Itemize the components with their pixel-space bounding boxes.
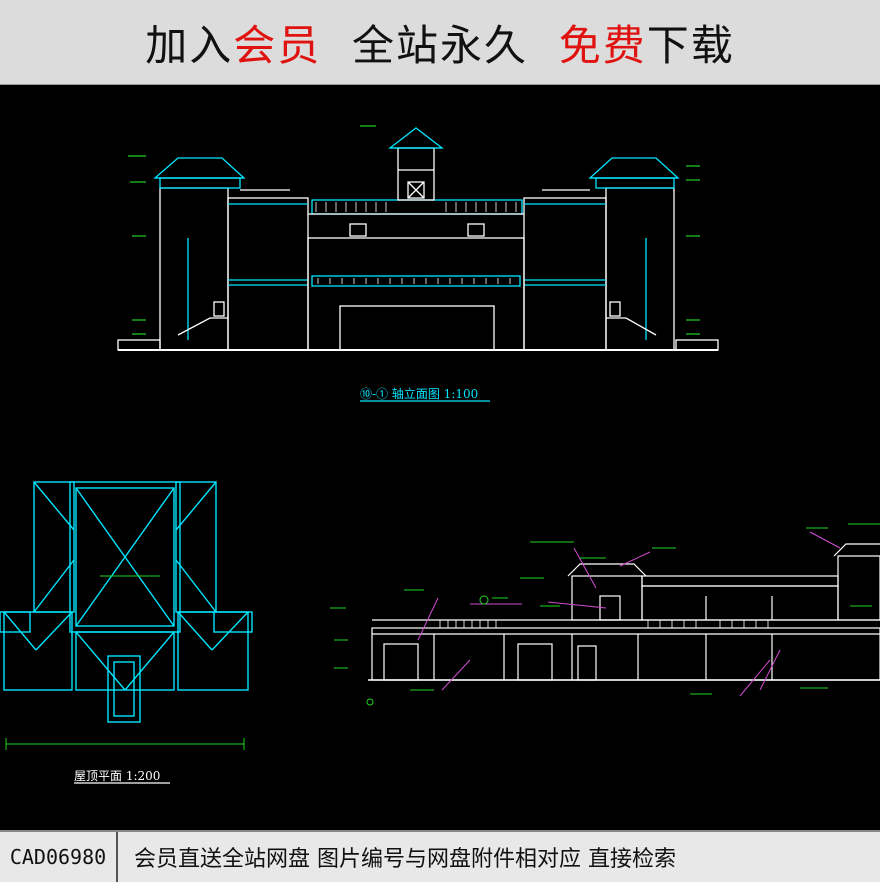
- elevation-title-text: ⑩-① 轴立面图 1:100: [360, 386, 478, 401]
- side-elevation-annotations: [330, 523, 880, 706]
- cad-drawing-canvas: ⑩-① 轴立面图 1:100 屋顶平面 1:200: [0, 85, 880, 830]
- elevation-title: ⑩-① 轴立面图 1:100: [360, 386, 490, 402]
- banner-text-download: 下载: [646, 20, 735, 70]
- roof-plan: [0, 481, 253, 723]
- promo-banner: 加入会员 全站永久 免费下载: [0, 0, 880, 85]
- banner-text-free: 免费: [558, 20, 647, 70]
- banner-text-site-forever: 全站永久: [351, 20, 528, 70]
- roof-plan-title: 屋顶平面 1:200: [74, 769, 170, 784]
- footer-description: 会员直送全站网盘 图片编号与网盘附件相对应 直接检索: [134, 847, 676, 872]
- roof-plan-dimension: [5, 575, 245, 750]
- banner-text-join: 加入: [145, 20, 234, 70]
- footer-bar: CAD06980 会员直送全站网盘 图片编号与网盘附件相对应 直接检索: [0, 830, 880, 882]
- side-elevation: [368, 543, 880, 681]
- cad-drawing: ⑩-① 轴立面图 1:100 屋顶平面 1:200: [0, 125, 880, 784]
- drawing-code: CAD06980: [0, 832, 118, 882]
- roof-plan-title-text: 屋顶平面 1:200: [74, 769, 160, 783]
- level-markers: [128, 125, 700, 335]
- banner-text-member: 会员: [233, 20, 322, 70]
- front-elevation: [117, 127, 719, 351]
- promo-banner-text: 加入会员 全站永久 免费下载: [0, 0, 880, 84]
